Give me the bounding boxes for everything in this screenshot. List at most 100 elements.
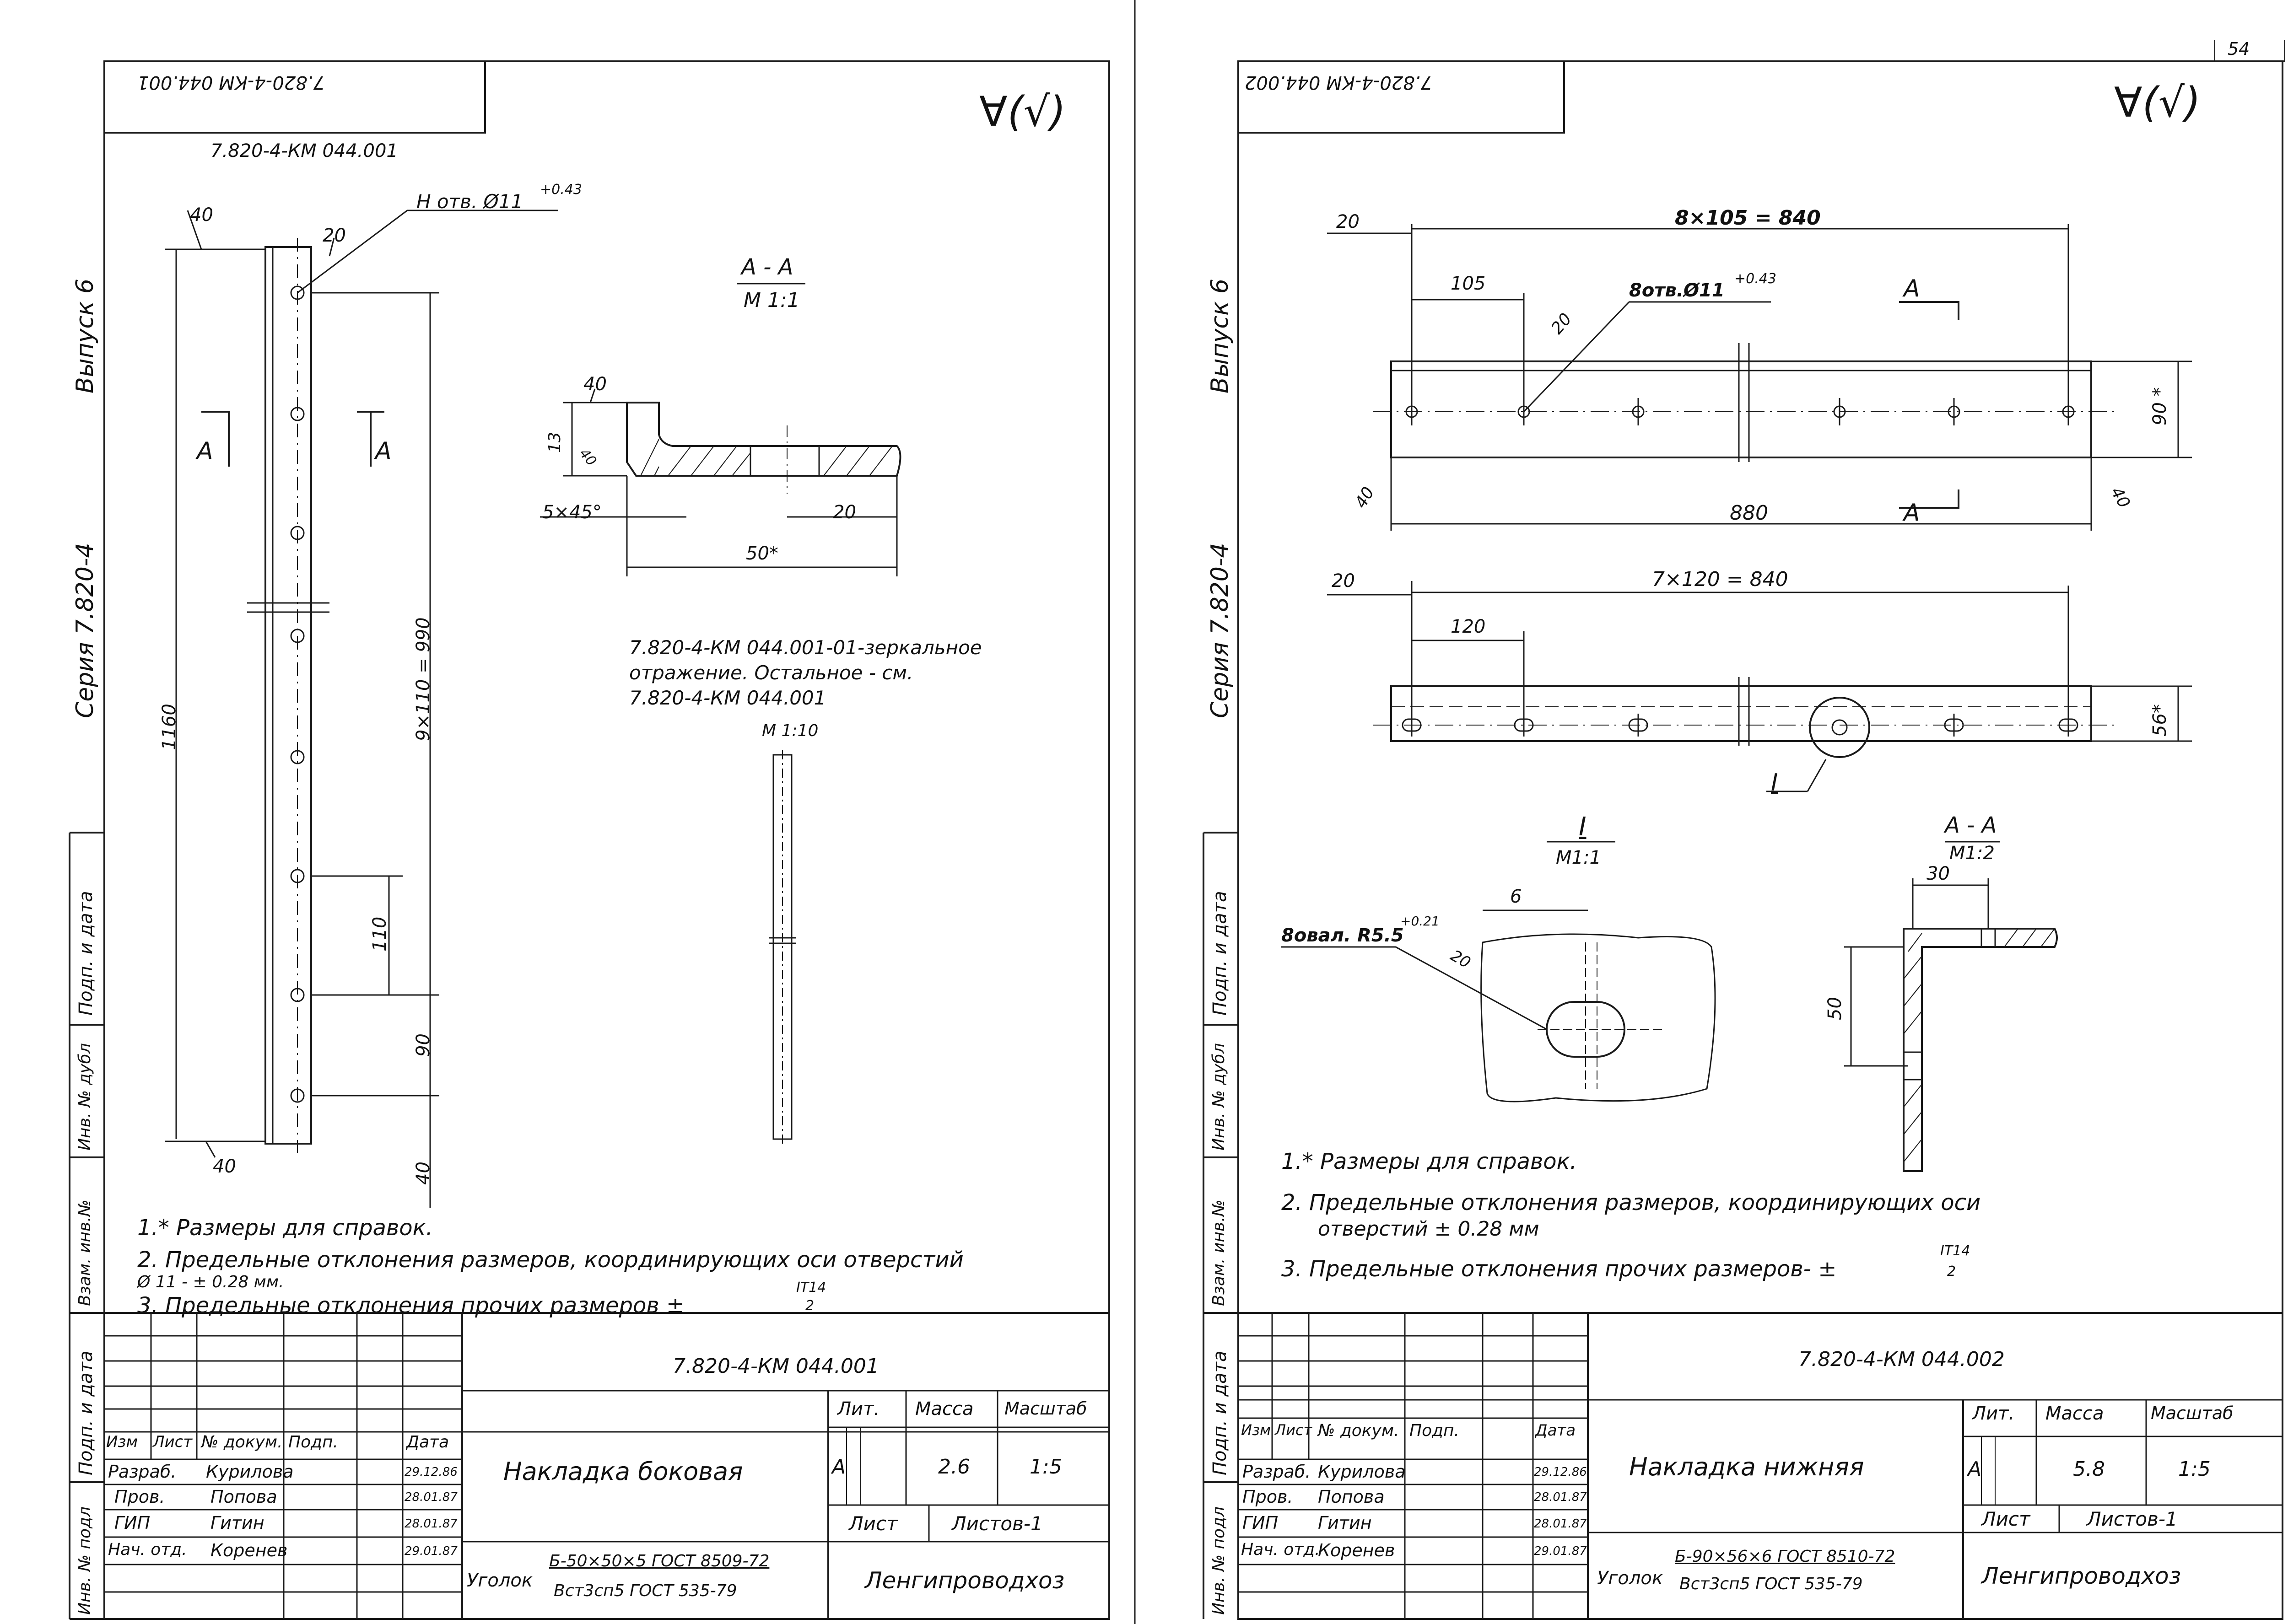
left-holes-note: Н отв. Ø11 bbox=[416, 190, 523, 213]
left-stamp-scale: 1:5 bbox=[1030, 1455, 1062, 1479]
left-dim-1160: 1160 bbox=[159, 704, 180, 750]
right-stamp-lit: А bbox=[1968, 1457, 1982, 1481]
page-number: 54 bbox=[2228, 39, 2250, 59]
left-note-3-den: 2 bbox=[805, 1298, 815, 1314]
right-stamp-material-top: Б-90×56×6 ГОСТ 8510-72 bbox=[1675, 1547, 1895, 1566]
left-stamp-inv-podl: Инв. № подл bbox=[76, 1506, 94, 1615]
right-note-3: 3. Предельные отклонения прочих размеров… bbox=[1281, 1256, 1837, 1282]
right-bottom-dim-56: 56* bbox=[2149, 704, 2170, 737]
right-stamp-role-3: ГИП bbox=[1242, 1513, 1279, 1533]
left-section-dim-20: 20 bbox=[833, 502, 856, 523]
left-stamp-name-2: Попова bbox=[210, 1487, 277, 1507]
right-detail-tol: +0.21 bbox=[1400, 914, 1440, 929]
left-stamp-date-4: 29.01.87 bbox=[405, 1544, 458, 1558]
right-detail-slots: 8овал. R5.5 bbox=[1281, 925, 1404, 946]
right-stamp-role-2: Пров. bbox=[1242, 1487, 1293, 1507]
right-section-dim-50: 50 bbox=[1824, 997, 1846, 1020]
right-stamp-inv-dubl: Инв. № дубл bbox=[1209, 1043, 1228, 1151]
left-section-scale: М 1:1 bbox=[744, 289, 800, 312]
left-stamp-sheet: Лист bbox=[849, 1512, 898, 1535]
left-stamp-role-4: Нач. отд. bbox=[108, 1540, 187, 1559]
left-mirror-note-2: отражение. Остальное - см. bbox=[629, 661, 913, 684]
left-stamp-name-4: Коренев bbox=[210, 1540, 288, 1560]
right-stamp-hdr-list: Лист bbox=[1275, 1421, 1312, 1439]
right-stamp-role-1: Разраб. bbox=[1242, 1462, 1311, 1482]
left-note-3-it: IT14 bbox=[796, 1280, 826, 1296]
left-stamp-date-1: 29.12.86 bbox=[405, 1465, 458, 1479]
right-stamp-date-2: 28.01.87 bbox=[1534, 1490, 1587, 1504]
right-corner-code: 7.820-4-КМ 044.002 bbox=[1245, 72, 1432, 93]
left-roughness-symbol: ∀(√) bbox=[979, 88, 1066, 136]
left-stamp-hdr-date: Дата bbox=[406, 1433, 449, 1452]
left-corner-code: 7.820-4-КМ 044.001 bbox=[137, 72, 325, 93]
left-series-label: Серия 7.820-4 bbox=[71, 543, 99, 718]
left-section-chamfer: 5×45° bbox=[542, 502, 602, 523]
right-stamp-hdr-scale: Масштаб bbox=[2151, 1403, 2234, 1423]
right-note-3-it: IT14 bbox=[1940, 1243, 1970, 1259]
right-section-dim-30: 30 bbox=[1926, 863, 1950, 884]
left-dim-9x110: 9×110 = 990 bbox=[413, 617, 434, 741]
left-section-mark-a-1: А bbox=[197, 437, 213, 465]
left-stamp-lit: А bbox=[832, 1455, 846, 1479]
right-stamp-hdr-date: Дата bbox=[1535, 1421, 1576, 1440]
left-dim-40-top: 40 bbox=[190, 204, 213, 226]
left-drawing-title: 7.820-4-КМ 044.001 bbox=[210, 140, 398, 161]
left-stamp-sheets: Листов-1 bbox=[952, 1512, 1043, 1535]
left-stamp-name-3: Гитин bbox=[210, 1513, 264, 1533]
right-series-label: Серия 7.820-4 bbox=[1206, 543, 1234, 718]
left-note-2: 2. Предельные отклонения размеров, коорд… bbox=[137, 1247, 964, 1273]
left-dim-90: 90 bbox=[413, 1033, 434, 1057]
right-top-mark-a-2: А bbox=[1904, 499, 1920, 527]
right-top-dim-20: 20 bbox=[1336, 211, 1360, 232]
left-stamp-sign-date-2: Подп. и дата bbox=[76, 1350, 97, 1475]
left-stamp-material-bot: Вст3сп5 ГОСТ 535-79 bbox=[554, 1581, 737, 1600]
left-stamp-vzam-inv: Взам. инв.№ bbox=[76, 1199, 94, 1306]
right-stamp-name-4: Коренев bbox=[1318, 1540, 1395, 1560]
left-stamp-date-2: 28.01.87 bbox=[405, 1490, 458, 1504]
right-top-pitch: 8×105 = 840 bbox=[1675, 206, 1821, 230]
left-small-scale: М 1:10 bbox=[762, 721, 819, 740]
right-stamp-hdr-doc: № докум. bbox=[1318, 1421, 1399, 1440]
right-section-title: А - А bbox=[1945, 812, 1997, 838]
left-stamp-code: 7.820-4-КМ 044.001 bbox=[673, 1355, 879, 1378]
right-bottom-callout: I bbox=[1771, 769, 1778, 796]
left-stamp-hdr-list: Лист bbox=[153, 1433, 193, 1451]
left-stamp-mass: 2.6 bbox=[938, 1455, 970, 1479]
left-stamp-hdr-lit: Лит. bbox=[837, 1398, 880, 1420]
right-stamp-org: Ленгипроводхоз bbox=[1981, 1563, 2181, 1589]
left-stamp-hdr-doc: № докум. bbox=[201, 1433, 283, 1452]
right-bottom-pitch: 7×120 = 840 bbox=[1652, 568, 1788, 591]
right-stamp-inv-podl: Инв. № подл bbox=[1209, 1506, 1228, 1615]
right-stamp-hdr-mass: Масса bbox=[2045, 1403, 2104, 1424]
left-stamp-role-1: Разраб. bbox=[108, 1462, 177, 1482]
right-top-dim-90: 90 * bbox=[2149, 387, 2170, 425]
left-stamp-hdr-sign: Подп. bbox=[288, 1433, 338, 1452]
right-note-2: 2. Предельные отклонения размеров, коорд… bbox=[1281, 1190, 1981, 1215]
right-section-scale: М1:2 bbox=[1949, 843, 1995, 864]
left-section-dim-40: 40 bbox=[583, 374, 607, 395]
right-stamp-code: 7.820-4-КМ 044.002 bbox=[1798, 1348, 2005, 1371]
left-stamp-role-3: ГИП bbox=[114, 1513, 151, 1533]
left-stamp-inv-dubl: Инв. № дубл bbox=[76, 1043, 94, 1151]
left-stamp-name-1: Курилова bbox=[206, 1462, 294, 1482]
left-stamp-org: Ленгипроводхоз bbox=[865, 1567, 1065, 1594]
right-note-1: 1.* Размеры для справок. bbox=[1281, 1149, 1577, 1174]
right-stamp-hdr-izm: Изм bbox=[1241, 1421, 1271, 1439]
left-stamp-material-label: Уголок bbox=[467, 1570, 533, 1591]
right-stamp-date-1: 29.12.86 bbox=[1534, 1465, 1587, 1479]
right-stamp-material-bot: Вст3сп5 ГОСТ 535-79 bbox=[1679, 1575, 1863, 1593]
right-detail-dim-6: 6 bbox=[1510, 886, 1522, 907]
right-note-2b: отверстий ± 0.28 мм bbox=[1318, 1217, 1539, 1241]
right-stamp-date-3: 28.01.87 bbox=[1534, 1517, 1587, 1531]
left-section-mark-a-2: А bbox=[375, 437, 392, 465]
right-bottom-dim-20: 20 bbox=[1332, 570, 1355, 592]
left-stamp-date-3: 28.01.87 bbox=[405, 1517, 458, 1531]
left-stamp-title: Накладка боковая bbox=[503, 1457, 743, 1486]
right-detail-scale: М1:1 bbox=[1556, 847, 1601, 868]
right-roughness-symbol: ∀(√) bbox=[2114, 79, 2201, 127]
right-detail-title: I bbox=[1579, 812, 1586, 842]
right-stamp-role-4: Нач. отд. bbox=[1241, 1540, 1320, 1559]
right-bottom-dim-120: 120 bbox=[1451, 616, 1486, 637]
right-stamp-hdr-sign: Подп. bbox=[1409, 1421, 1459, 1440]
